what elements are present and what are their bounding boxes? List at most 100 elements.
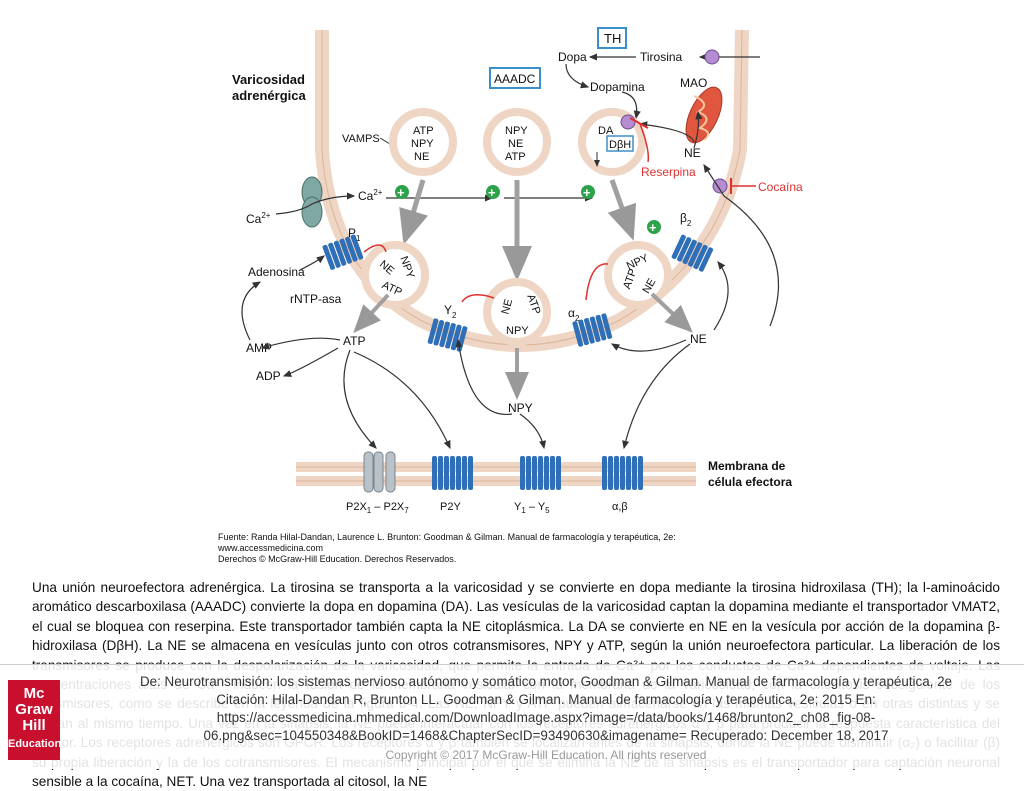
y-range-label: Y1 – Y5 bbox=[514, 501, 550, 515]
ne-reuptake-arrow bbox=[703, 163, 780, 327]
npy-to-y2-arrow bbox=[455, 338, 513, 415]
citation-source: De: Neurotransmisión: los sistemas nervi… bbox=[139, 674, 952, 689]
svg-text:NE: NE bbox=[508, 138, 523, 150]
varicosity-title-line2: adrenérgica bbox=[232, 88, 306, 103]
amp-to-adenosina-arrow bbox=[241, 281, 262, 341]
vmat2-transporter-icon bbox=[620, 114, 636, 130]
mitochondrion-icon bbox=[685, 86, 723, 144]
mcgraw-hill-logo: Mc Graw Hill Education bbox=[8, 680, 61, 760]
exocytosis-arrow-right bbox=[607, 179, 637, 241]
calcium-channel-icon bbox=[301, 176, 323, 228]
p2x-channel-icon bbox=[363, 451, 396, 493]
fuente-web-line: www.accessmedicina.com bbox=[217, 543, 323, 553]
exocytosis-arrow-left bbox=[399, 179, 428, 245]
p1-label: P1 bbox=[348, 226, 361, 243]
atp-to-adp-arrow bbox=[282, 347, 339, 377]
fusing-vesicle-right: ATP NPY NE bbox=[604, 241, 672, 309]
adenosina-label: Adenosina bbox=[248, 265, 305, 279]
ne-release-arrow bbox=[650, 292, 693, 333]
rntp-asa-label: rNTP-asa bbox=[290, 292, 342, 306]
reserpina-inhibit-line bbox=[639, 123, 650, 163]
plus-text-3: + bbox=[583, 185, 591, 200]
npy-cleft-label: NPY bbox=[508, 401, 533, 415]
cocaina-label: Cocaína bbox=[758, 180, 803, 194]
plus-sign-beta2 bbox=[647, 220, 661, 234]
dopamina-to-vesicle-arrow bbox=[621, 91, 641, 120]
svg-text:ATP: ATP bbox=[413, 125, 434, 137]
svg-text:NPY: NPY bbox=[506, 325, 529, 337]
atp-to-p2x-arrow bbox=[343, 349, 377, 449]
beta2-receptor-icon bbox=[671, 234, 714, 272]
tirosina-top-label: Tirosina bbox=[640, 50, 683, 64]
plus-text-1: + bbox=[397, 185, 405, 200]
ne-uptake-vesicle-arrow bbox=[638, 121, 695, 143]
fuente-rights-line: Derechos © McGraw-Hill Education. Derech… bbox=[218, 554, 456, 564]
mao-label: MAO bbox=[680, 76, 707, 90]
p1-receptor-icon bbox=[322, 234, 364, 270]
ca-outside-label: Ca2+ bbox=[246, 211, 271, 226]
vesicle-2: NPY NE ATP bbox=[483, 108, 551, 176]
alpha2-label: α2 bbox=[568, 306, 580, 323]
p1-inhibit-line bbox=[363, 244, 387, 253]
citation-url-link[interactable]: https://accessmedicina.mhmedical.com/Dow… bbox=[216, 710, 876, 725]
membrane-label-line2: célula efectora bbox=[708, 475, 792, 489]
atp-cleft-label: ATP bbox=[343, 334, 365, 348]
y-receptor-icon bbox=[520, 456, 561, 490]
plus-sign-1 bbox=[395, 185, 409, 199]
adrenergic-junction-diagram: TH Tirosina Dopa AAADC Dopamina MAO Vari… bbox=[217, 27, 803, 564]
plus-sign-2 bbox=[486, 185, 500, 199]
citation-footer bbox=[0, 664, 1024, 769]
plus-text-beta2: + bbox=[649, 220, 657, 235]
amp-label: AMP bbox=[246, 341, 272, 355]
svg-text:DβH: DβH bbox=[609, 139, 631, 151]
p2y-receptor-icon bbox=[432, 456, 473, 490]
vesicle-1: ATP NPY NE bbox=[389, 108, 457, 176]
p2x-range-label: P2X1 – P2X7 bbox=[346, 501, 409, 515]
ne-to-alphabeta-arrow bbox=[622, 343, 691, 450]
copyright-line: Copyright © 2017 McGraw-Hill Education. … bbox=[385, 748, 707, 762]
y2-label: Y2 bbox=[444, 303, 457, 320]
aaadc-label: AAADC bbox=[494, 72, 536, 86]
ca-influx-arrow bbox=[275, 192, 356, 215]
svg-text:NE: NE bbox=[500, 298, 516, 316]
alpha2-inhibit-line bbox=[585, 263, 609, 301]
alpha-beta-receptor-icon bbox=[602, 456, 643, 490]
tyrosine-transporter-icon bbox=[704, 49, 720, 65]
npy-to-y-arrow bbox=[519, 413, 547, 450]
reserpina-label: Reserpina bbox=[641, 165, 696, 179]
svg-text:NPY: NPY bbox=[505, 125, 528, 137]
dopa-label: Dopa bbox=[558, 50, 587, 64]
dopa-to-dopamina-arrow bbox=[565, 63, 590, 89]
vamps-label: VAMPS bbox=[342, 133, 380, 145]
th-label: TH bbox=[604, 31, 621, 46]
atp-release-arrow bbox=[353, 293, 390, 333]
fuente-line: Fuente: Randa Hilal-Dandan, Laurence L. … bbox=[218, 532, 676, 542]
citation-url-continued[interactable]: 06.png&sec=104550348&BookID=1468&Chapter… bbox=[203, 728, 889, 743]
net-transporter-icon bbox=[712, 178, 728, 194]
p2y-label: P2Y bbox=[440, 501, 461, 513]
fusing-vesicle-mid: NE ATP NPY bbox=[483, 278, 551, 346]
adenosina-to-p1-arrow bbox=[299, 255, 325, 271]
y2-inhibit-line bbox=[461, 294, 495, 303]
svg-text:ATP: ATP bbox=[505, 151, 526, 163]
plus-sign-3 bbox=[581, 185, 595, 199]
ne-to-mao-arrow bbox=[693, 110, 703, 149]
citation-reference: Citación: Hilal-Dandan R, Brunton LL. Go… bbox=[216, 692, 876, 707]
alpha2-receptor-icon bbox=[572, 313, 613, 347]
svg-text:NE: NE bbox=[414, 151, 429, 163]
fusing-vesicle-left: NE NPY ATP bbox=[361, 241, 429, 309]
reserpina-bar bbox=[629, 117, 649, 129]
svg-text:NPY: NPY bbox=[411, 138, 434, 150]
ne-to-beta2-arrow bbox=[713, 261, 729, 331]
alpha-beta-label: α,β bbox=[612, 501, 628, 513]
ca-inside-label: Ca2+ bbox=[358, 188, 383, 203]
ne-to-alpha2-arrow bbox=[610, 339, 687, 352]
dopamina-label: Dopamina bbox=[590, 80, 645, 94]
th-enzyme-box bbox=[597, 27, 627, 49]
plus-text-2: + bbox=[488, 185, 496, 200]
atp-to-amp-arrow bbox=[260, 337, 341, 350]
aaadc-enzyme-box bbox=[489, 67, 541, 89]
membrane-label-line1: Membrana de bbox=[708, 459, 786, 473]
beta2-label: β2 bbox=[680, 211, 692, 228]
atp-to-p2y-arrow bbox=[353, 351, 451, 450]
